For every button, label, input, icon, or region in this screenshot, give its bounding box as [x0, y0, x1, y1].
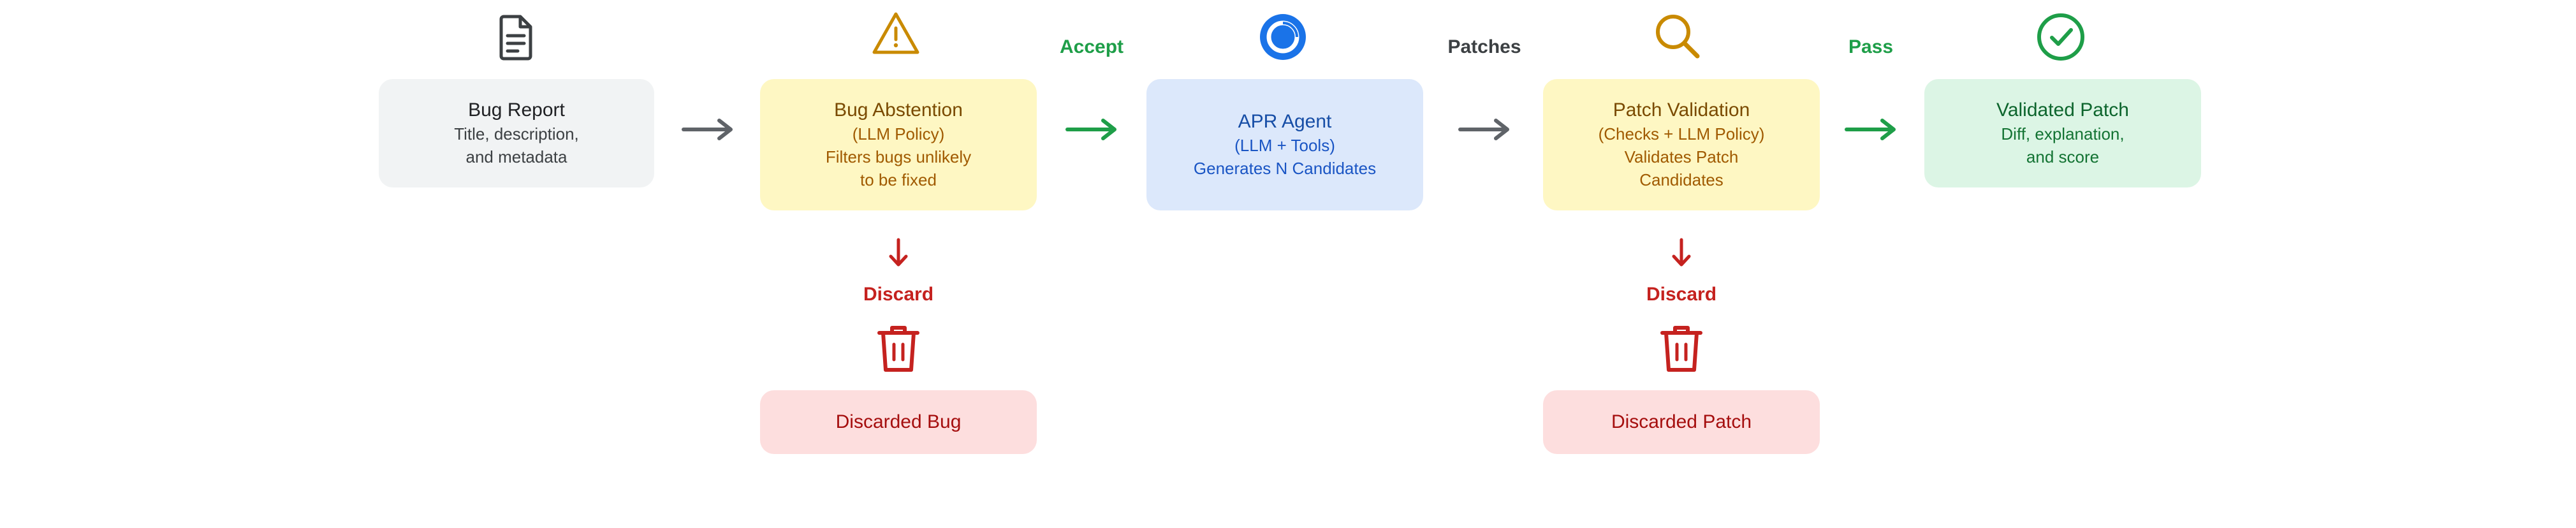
bug-report-line2: and metadata — [465, 147, 567, 166]
bug-abstention-title: Bug Abstention — [834, 99, 963, 121]
apr-agent-title: APR Agent — [1238, 111, 1332, 132]
apr-agent-line2: Generates N Candidates — [1193, 159, 1377, 178]
check-circle-icon — [2035, 11, 2086, 62]
discard-label-patch: Discard — [1646, 284, 1717, 305]
discard-label-bug: Discard — [863, 284, 934, 305]
agent-ring-icon — [1257, 11, 1308, 62]
validated-patch-line2: and score — [2026, 147, 2100, 166]
patches-label: Patches — [1447, 36, 1521, 57]
document-icon — [491, 11, 542, 62]
discarded-patch-title: Discarded Patch — [1611, 411, 1752, 432]
bug-abstention-line1: (LLM Policy) — [852, 124, 945, 143]
patch-validation-node: Patch Validation (Checks + LLM Policy) V… — [1543, 79, 1820, 210]
bug-report-title: Bug Report — [468, 99, 565, 121]
apr-agent-node: APR Agent (LLM + Tools) Generates N Cand… — [1146, 79, 1423, 210]
trash-icon — [1656, 323, 1707, 374]
down-arrow-discard-bug — [886, 237, 911, 269]
patch-validation-line2: Validates Patch — [1624, 147, 1739, 166]
accept-label: Accept — [1059, 36, 1124, 57]
trash-icon — [873, 323, 924, 374]
bug-abstention-line3: to be fixed — [860, 170, 937, 189]
arrow-abstention-to-agent — [1065, 117, 1118, 142]
discarded-bug-title: Discarded Bug — [835, 411, 962, 432]
magnifier-icon — [1651, 10, 1702, 61]
discarded-bug-node: Discarded Bug — [760, 390, 1037, 454]
arrow-agent-to-validation — [1458, 117, 1511, 142]
pass-label: Pass — [1848, 36, 1894, 57]
patch-validation-title: Patch Validation — [1613, 99, 1750, 121]
bug-abstention-line2: Filters bugs unlikely — [825, 147, 972, 166]
patch-validation-line3: Candidates — [1639, 170, 1723, 189]
arrow-report-to-abstention — [681, 117, 735, 142]
arrow-validation-to-validated — [1844, 117, 1898, 142]
bug-report-line1: Title, description, — [454, 124, 579, 143]
validated-patch-title: Validated Patch — [1996, 99, 2129, 121]
discarded-patch-node: Discarded Patch — [1543, 390, 1820, 454]
warning-icon — [870, 9, 921, 60]
patch-validation-line1: (Checks + LLM Policy) — [1598, 124, 1765, 143]
bug-abstention-node: Bug Abstention (LLM Policy) Filters bugs… — [760, 79, 1037, 210]
down-arrow-discard-patch — [1669, 237, 1694, 269]
validated-patch-node: Validated Patch Diff, explanation, and s… — [1924, 79, 2201, 187]
validated-patch-line1: Diff, explanation, — [2001, 124, 2125, 143]
apr-agent-line1: (LLM + Tools) — [1234, 136, 1335, 155]
bug-report-node: Bug Report Title, description, and metad… — [379, 79, 654, 187]
